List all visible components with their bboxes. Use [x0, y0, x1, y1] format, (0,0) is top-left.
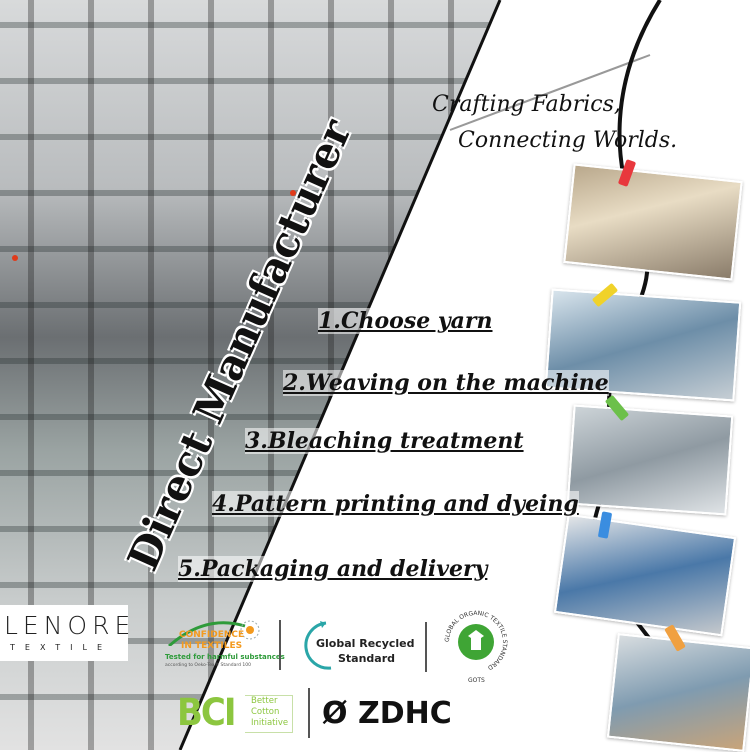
bleaching-photo: [566, 404, 734, 516]
bci-line2: Cotton: [251, 707, 280, 717]
grs-logo: Global Recycled Standard: [296, 618, 416, 673]
oeko-line4: according to Oeko-Tex® Standard 100: [165, 663, 251, 668]
step-2: 2.Weaving on the machine: [283, 370, 609, 396]
step-4: 4.Pattern printing and dyeing: [212, 491, 579, 517]
grs-line1: Global Recycled: [316, 637, 415, 650]
grs-line2: Standard: [338, 652, 396, 665]
yarn-photo: [563, 163, 743, 281]
bci-mark: BCI: [177, 691, 237, 735]
bci-line1: Better: [251, 696, 278, 706]
oeko-line3: Tested for harmful substances: [165, 653, 285, 661]
brand-subtitle: TEXTILE: [10, 643, 113, 652]
oeko-line1: CONFIDENCE: [179, 630, 245, 640]
indicator-light: [290, 190, 296, 196]
step-5: 5.Packaging and delivery: [178, 556, 488, 582]
tagline-line1: Crafting Fabrics,: [432, 92, 621, 117]
divider: [425, 622, 427, 672]
step-3: 3.Bleaching treatment: [245, 428, 524, 454]
oeko-line2: IN TEXTILES: [181, 641, 243, 651]
oeko-arc-icon: [168, 620, 260, 646]
recycle-globe-icon: [304, 621, 332, 670]
gots-logo: GLOBAL ORGANIC TEXTILE STANDARD GOTS: [442, 608, 510, 688]
brand-name: LENORE: [4, 611, 136, 640]
indicator-light: [12, 255, 18, 261]
brand-logo: LENORE TEXTILE: [0, 605, 130, 661]
zdhc-logo: Ø ZDHC: [322, 696, 452, 731]
bci-line3: Initiative: [251, 718, 289, 728]
divider: [279, 620, 281, 670]
tagline-line2: Connecting Worlds.: [458, 128, 678, 153]
divider: [308, 688, 310, 738]
step-1: 1.Choose yarn: [318, 308, 493, 334]
needle: [449, 54, 651, 131]
gots-seal-icon: GLOBAL ORGANIC TEXTILE STANDARD: [444, 610, 508, 671]
gots-short: GOTS: [468, 677, 485, 684]
